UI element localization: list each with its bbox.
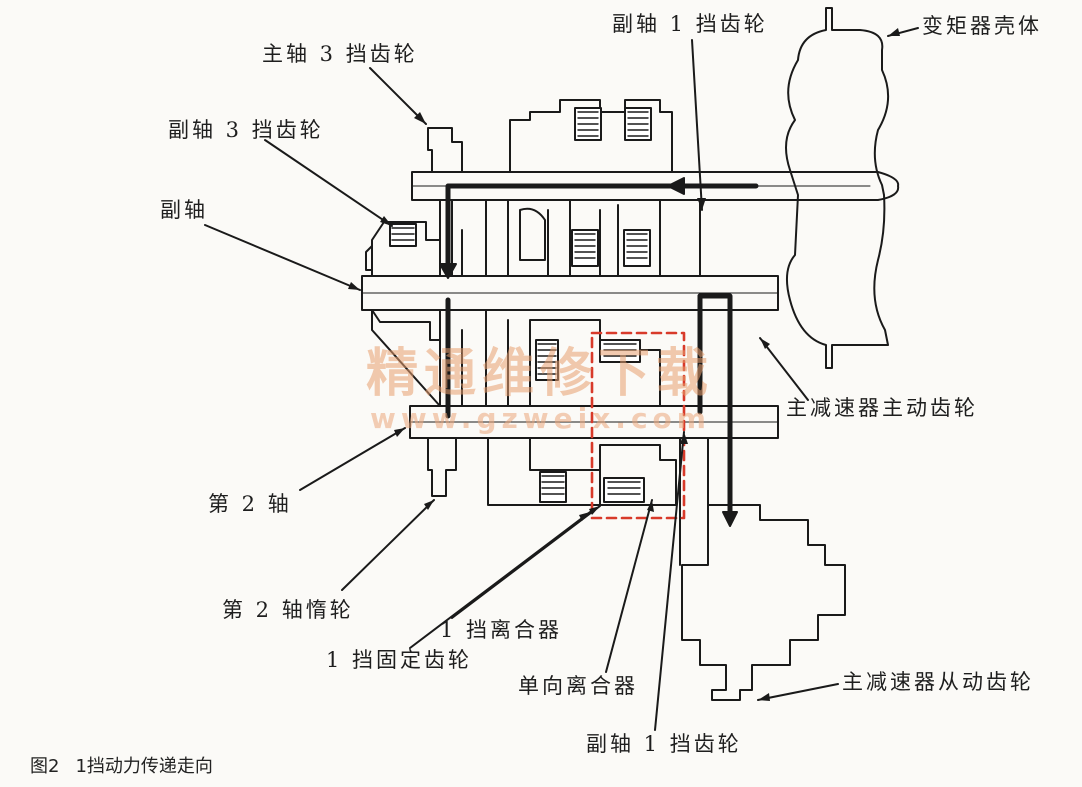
label-countershaft: 副轴 <box>160 198 208 222</box>
power-flow-path <box>445 183 759 521</box>
label-countershaft-1st-gear-top: 副轴 1 挡齿轮 <box>612 12 768 36</box>
label-one-way-clutch: 单向离合器 <box>518 674 638 698</box>
counter3-gear <box>371 221 441 277</box>
flow-arrow-head-top <box>667 177 685 195</box>
label-final-driven-gear: 主减速器从动齿轮 <box>842 670 1034 694</box>
figure-caption: 图2 1挡动力传递走向 <box>30 752 229 778</box>
final-driven-gear <box>681 504 846 701</box>
label-main-shaft-3rd-gear: 主轴 3 挡齿轮 <box>262 42 418 66</box>
first-gear-block <box>599 444 677 506</box>
label-1st-clutch: 1 挡离合器 <box>440 618 563 642</box>
label-countershaft-3rd-gear: 副轴 3 挡齿轮 <box>168 118 324 142</box>
label-final-drive-gear: 主减速器主动齿轮 <box>786 396 978 420</box>
converter-housing <box>785 7 890 369</box>
figure-number: 图2 <box>30 756 60 777</box>
watermark-text: 精通维修下载 <box>366 343 715 404</box>
watermark-url: www.gzweix.com <box>370 402 711 435</box>
label-countershaft-1st-gear-bottom: 副轴 1 挡齿轮 <box>586 732 742 756</box>
label-converter-housing: 变矩器壳体 <box>922 14 1042 38</box>
second-idler-gear <box>427 437 457 497</box>
label-1st-fixed-gear: 1 挡固定齿轮 <box>326 648 473 672</box>
main3-gear <box>427 127 463 173</box>
label-second-shaft: 第 2 轴 <box>208 492 292 516</box>
flow-arrow-head-left <box>439 263 457 279</box>
main-shaft <box>411 171 900 201</box>
highlight-box <box>590 331 686 520</box>
figure-title: 1挡动力传递走向 <box>75 756 213 777</box>
flow-arrow-head-down <box>722 511 738 527</box>
label-second-shaft-idler: 第 2 轴惰轮 <box>222 598 354 622</box>
